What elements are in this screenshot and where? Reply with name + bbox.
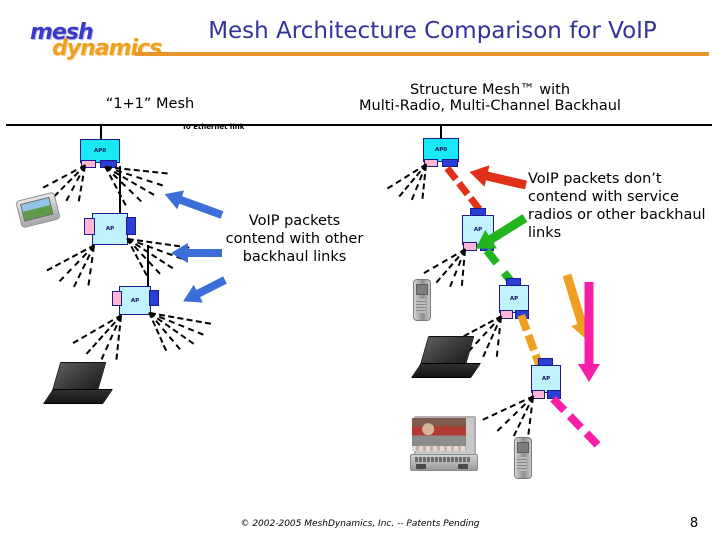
ethernet-link-label: To Ethernet link [182,123,245,131]
right-caption-line1: Structure Mesh™ with [409,82,571,98]
ap-node-label: AP0 [434,147,448,153]
cellphone-screen [517,442,529,453]
laptop-device-silver [410,416,478,472]
ap-node-body: AP0 [423,138,459,162]
laptop-base [410,363,482,378]
cellphone-screen [416,284,428,295]
arrow-head [161,184,185,210]
logo-text-mesh: mesh [30,20,94,45]
ap-node-label: AP [473,227,483,233]
service-radio-tab [532,390,545,399]
right-caption-line2: Multi-Radio, Multi-Channel Backhaul [359,98,621,114]
ap-node-left-2[interactable]: AP [112,286,159,315]
service-radio-tab [424,159,438,167]
ap-node-right-2[interactable]: AP [499,278,529,319]
ap-node-body: AP0 [80,139,120,163]
service-radio-tab [112,291,122,306]
service-radio-tab [463,242,477,251]
page-number: 8 [689,516,699,531]
arrow-shaft [584,282,594,370]
right-annotation-text: VoIP packets don’t contend with service … [528,171,706,241]
backhaul-radio-tab [126,217,136,235]
page-title: Mesh Architecture Comparison for VoIP [208,18,657,44]
laptop-base [42,389,114,404]
laptop-screen-image [412,418,466,446]
ap-node-body: AP [92,213,128,245]
pda-device [15,191,61,229]
backhaul-radio-tab [547,390,561,399]
arrow-head [578,364,600,382]
backhaul-radio-tab [442,159,458,167]
service-radio-tab [500,310,513,319]
ap-node-label: AP [509,296,519,302]
backhaul-link-shared [147,245,149,287]
cellphone-device-2 [514,437,532,479]
arrow-head [467,161,490,187]
arrow-shaft [182,249,222,257]
ap-node-left-root[interactable]: AP0 [80,139,120,168]
backhaul-radio-tab [515,310,529,319]
left-annotation-text: VoIP packets contend with other backhaul… [225,213,364,265]
service-radio-tab [81,160,96,168]
ap-node-label: AP [105,226,115,232]
ap-node-body: AP [499,285,529,313]
ap-node-label: AP [130,297,140,304]
laptop-screen-toolbar [412,446,466,451]
ap-node-label: AP0 [93,148,107,154]
arrow-head [171,243,188,263]
ethernet-backbone-line [6,124,712,126]
ap-node-right-root[interactable]: AP0 [423,138,459,167]
backhaul-link-magenta [550,396,601,448]
backhaul-radio-tab [149,290,159,306]
cellphone-keypad [416,299,426,313]
laptop-keyboard [415,457,471,462]
meshdynamics-logo: mesh dynamics [22,20,162,64]
laptop-foot [416,464,426,469]
ap-node-right-1[interactable]: AP [462,208,494,251]
laptop-foot [458,464,468,469]
title-underline-rule [135,52,709,56]
ap-node-left-1[interactable]: AP [84,213,136,245]
backhaul-link-shared [119,166,121,214]
ap-node-body: AP [119,286,151,315]
ethernet-drop-left [100,125,102,141]
left-panel-caption: “1+1” Mesh [105,96,195,112]
ethernet-drop-right [440,125,442,139]
laptop-device-dark [42,362,114,404]
footer-copyright: © 2002-2005 MeshDynamics, Inc. -- Patent… [240,519,480,529]
ap-node-right-3[interactable]: AP [531,358,561,399]
cellphone-keypad [517,457,527,471]
logo-text-dynamics: dynamics [52,36,162,61]
ap-node-label: AP [541,376,551,382]
backhaul-radio-tab [100,160,117,168]
laptop-screen [419,336,475,366]
laptop-device-dark-2 [410,336,482,378]
cellphone-device-1 [413,279,431,321]
service-radio-tab [84,218,95,235]
right-panel-caption: Structure Mesh™ with Multi-Radio, Multi-… [270,82,710,114]
ap-node-body: AP [531,365,561,393]
laptop-screen [51,362,107,392]
